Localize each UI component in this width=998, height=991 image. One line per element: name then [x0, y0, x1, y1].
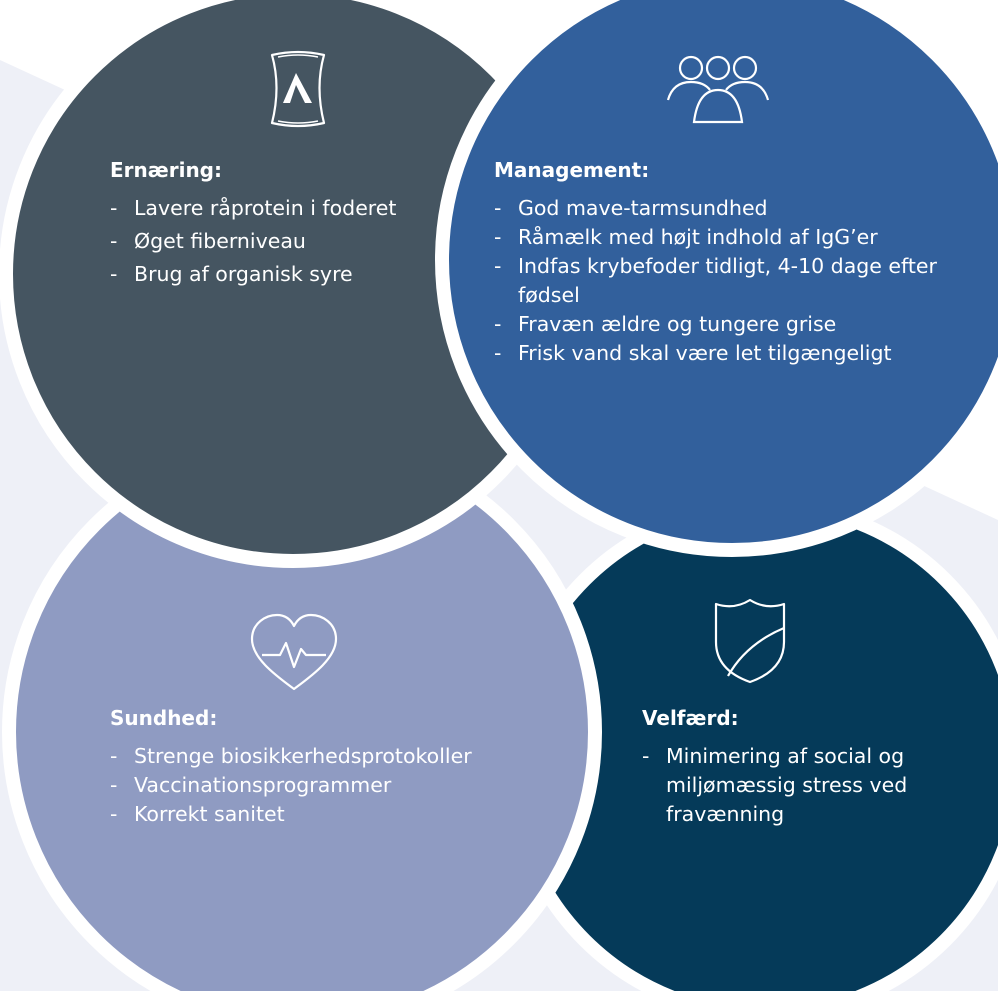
- sundhed-panel: Sundhed: Strenge biosikkerhedsprotokolle…: [110, 706, 490, 829]
- ernaering-title: Ernæring:: [110, 158, 222, 182]
- velfaerd-title: Velfærd:: [642, 706, 739, 730]
- ernaering-item: Brug af organisk syre: [110, 260, 400, 289]
- ernaering-panel: Ernæring: Lavere råprotein i foderet Øge…: [110, 158, 400, 293]
- management-title: Management:: [494, 158, 650, 182]
- velfaerd-list: Minimering af social og miljømæssig stre…: [642, 742, 972, 829]
- management-item: Indfas krybefoder tidligt, 4-10 dage eft…: [494, 252, 974, 310]
- group-of-people-icon: [666, 55, 770, 124]
- sundhed-item: Vaccinationsprogrammer: [110, 771, 490, 800]
- velfaerd-item: Minimering af social og miljømæssig stre…: [642, 742, 972, 829]
- management-panel: Management: God mave-tarmsundhed Råmælk …: [494, 158, 974, 368]
- management-item: Frisk vand skal være let tilgængeligt: [494, 339, 974, 368]
- ernaering-list: Lavere råprotein i foderet Øget fiberniv…: [110, 194, 400, 289]
- management-item: God mave-tarmsundhed: [494, 194, 974, 223]
- feed-sack-icon: [270, 50, 326, 128]
- heart-pulse-icon: [250, 613, 338, 691]
- ernaering-item: Lavere råprotein i foderet: [110, 194, 400, 223]
- sundhed-item: Strenge biosikkerhedsprotokoller: [110, 742, 490, 771]
- management-item: Råmælk med højt indhold af IgG’er: [494, 223, 974, 252]
- management-item: Fravæn ældre og tungere grise: [494, 310, 974, 339]
- sundhed-item: Korrekt sanitet: [110, 800, 490, 829]
- sundhed-title: Sundhed:: [110, 706, 218, 730]
- sundhed-list: Strenge biosikkerhedsprotokoller Vaccina…: [110, 742, 490, 829]
- management-list: God mave-tarmsundhed Råmælk med højt ind…: [494, 194, 974, 368]
- velfaerd-panel: Velfærd: Minimering af social og miljømæ…: [642, 706, 972, 829]
- shield-icon: [714, 598, 786, 684]
- ernaering-item: Øget fiberniveau: [110, 227, 400, 256]
